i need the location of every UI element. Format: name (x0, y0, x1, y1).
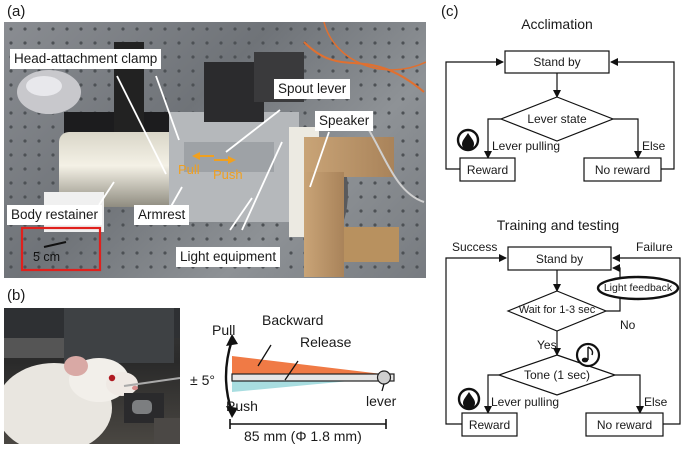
label-scale-5cm: 5 cm (33, 250, 61, 264)
train-standby-box (507, 246, 612, 271)
train-yes-text: Yes (537, 338, 557, 352)
panel-label-c: (c) (441, 3, 459, 20)
acc-reward-text: Reward (466, 163, 509, 177)
lever-bar (231, 373, 395, 382)
panel-label-b: (b) (7, 287, 26, 304)
label-armrest: Armrest (134, 205, 190, 225)
train-tone-text: Tone (1 sec) (523, 368, 591, 382)
panel-label-a: (a) (7, 3, 26, 20)
train-no-text: No (620, 318, 636, 332)
apparatus-photo: Head-attachment clamp Spout lever Speake… (4, 22, 426, 278)
training-title: Training and testing (496, 217, 620, 233)
acc-decision-diamond (499, 96, 615, 142)
push-arrowhead (226, 406, 238, 418)
label-speaker: Speaker (315, 111, 374, 131)
train-success-text: Success (452, 240, 498, 254)
light-feedback-text: Light feedback (603, 282, 673, 294)
acc-no-reward-text: No reward (594, 163, 651, 177)
acc-else-text: Else (642, 139, 666, 153)
lever-angle-label: ± 5° (190, 372, 215, 388)
lever-push-label: Push (226, 398, 258, 414)
music-note-icon (575, 342, 601, 368)
acc-lever-pulling-text: Lever pulling (492, 139, 561, 153)
label-body-restrainer: Body restainer (7, 205, 103, 225)
lever-pull-label: Pull (212, 322, 236, 338)
lever-backward-label: Backward (262, 312, 324, 328)
pull-arrowhead (226, 334, 238, 346)
apparatus-illustration (4, 22, 426, 278)
train-lever-pulling-text: Lever pulling (491, 395, 560, 409)
acc-standby-text: Stand by (533, 55, 581, 69)
water-drop-icon-acclimation (456, 128, 480, 152)
lever-length-label: 85 mm (Φ 1.8 mm) (244, 428, 362, 444)
train-else-text: Else (644, 395, 668, 409)
label-light-equipment: Light equipment (176, 247, 281, 267)
train-failure-text: Failure (636, 240, 673, 254)
rat-illustration (4, 308, 180, 444)
label-pull-arrow: Pull (178, 162, 200, 177)
label-push-arrow: Push (213, 167, 243, 182)
train-no-reward-text: No reward (596, 418, 653, 432)
lever-end-label: lever (366, 393, 397, 409)
acclimation-title: Acclimation (521, 16, 593, 32)
water-drop-icon-training (457, 387, 481, 411)
light-feedback-ellipse (596, 275, 680, 301)
train-wait-text: Wait for 1-3 sec (518, 304, 596, 316)
train-reward-text: Reward (468, 418, 511, 432)
lever-diagram (224, 334, 395, 429)
rotation-arc (224, 339, 234, 413)
label-spout-lever: Spout lever (274, 79, 351, 99)
train-standby-text: Stand by (535, 252, 584, 266)
rat-photo (4, 308, 180, 444)
acc-decision-text: Lever state (527, 112, 587, 126)
lever-release-label: Release (300, 334, 352, 350)
label-head-attachment-clamp: Head-attachment clamp (10, 49, 162, 69)
